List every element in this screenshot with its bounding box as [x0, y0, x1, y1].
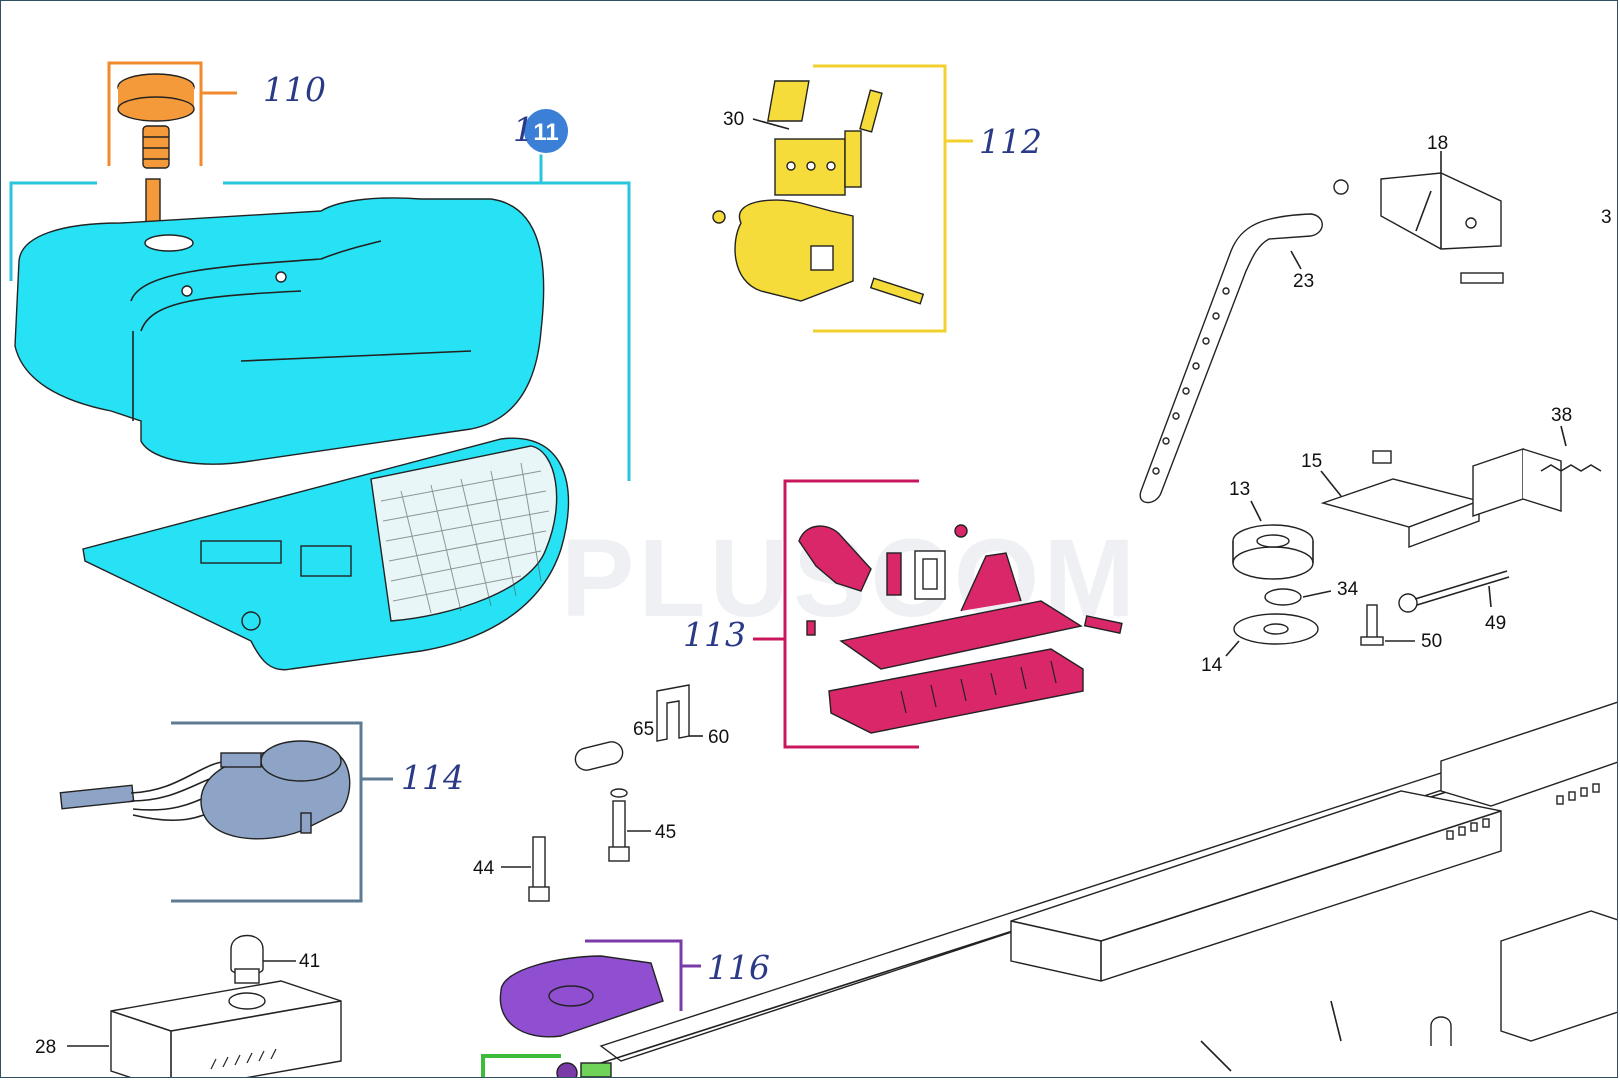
clip-part-60[interactable] [656, 684, 690, 742]
hardware-center: 60 65 45 44 [473, 684, 729, 902]
motor-wires [130, 760, 242, 822]
part-label-49: 49 [1485, 613, 1506, 634]
part-label-18: 18 [1427, 133, 1448, 154]
part-label-30: 30 [723, 109, 744, 130]
hardware-right: 18 3 23 15 38 13 34 14 [1139, 133, 1612, 676]
badge-text: 11 [533, 119, 558, 146]
part-label-65: 65 [633, 719, 654, 740]
part-label-44: 44 [473, 858, 495, 879]
group-111: 11 1 [9, 107, 631, 671]
part-label-28: 28 [35, 1037, 56, 1058]
pin-part-49[interactable] [1398, 593, 1418, 613]
switch-bracket[interactable] [734, 199, 854, 302]
group-label-116: 116 [707, 948, 770, 987]
group-label-113: 113 [683, 615, 746, 654]
cover-part[interactable] [14, 197, 545, 465]
group-label-110: 110 [263, 70, 326, 109]
group-110: 110 [107, 61, 326, 250]
group-label-112: 112 [979, 122, 1042, 161]
part-label-3: 3 [1601, 207, 1612, 228]
motor-connector[interactable] [59, 784, 135, 810]
board-part-28[interactable] [110, 980, 342, 1078]
part-label-41: 41 [299, 951, 320, 972]
base-vent-grid [370, 445, 558, 622]
rail-section [1010, 790, 1502, 982]
spring-part[interactable] [142, 125, 170, 169]
bolt-part-45[interactable] [612, 800, 626, 852]
part-label-38: 38 [1551, 405, 1572, 426]
bracket-part-38[interactable] [1472, 448, 1524, 517]
screw-part-50[interactable] [1366, 604, 1378, 640]
rails [481, 701, 1617, 1077]
group-label-111: 1 [513, 110, 534, 149]
group-116: 116 [499, 939, 770, 1038]
roller-part-65[interactable] [573, 740, 625, 773]
rail-bracket [1500, 910, 1617, 1042]
part-label-15: 15 [1301, 451, 1322, 472]
part-label-34: 34 [1337, 579, 1359, 600]
part-label-60: 60 [708, 727, 729, 748]
group-110-bracket [107, 61, 203, 166]
part-label-14: 14 [1201, 655, 1223, 676]
washer-part-34[interactable] [1264, 588, 1302, 606]
bolt-part-44[interactable] [532, 836, 546, 892]
group-114: 114 [59, 721, 464, 903]
info-badge[interactable] [522, 107, 570, 155]
part-label-13: 13 [1229, 479, 1250, 500]
group-113: 113 [683, 479, 1123, 749]
carriage-latch[interactable] [798, 525, 872, 592]
carriage-body[interactable] [839, 600, 1083, 670]
light-board: 41 28 [35, 934, 342, 1078]
switch-lever[interactable] [767, 80, 810, 122]
part-label-23: 23 [1293, 271, 1314, 292]
rail-end [1440, 701, 1617, 807]
part-label-45: 45 [655, 822, 676, 843]
group-label-114: 114 [401, 758, 464, 797]
part-label-50: 50 [1421, 631, 1442, 652]
carriage-slide[interactable] [828, 648, 1084, 734]
group-112: 30 112 [712, 64, 1042, 333]
